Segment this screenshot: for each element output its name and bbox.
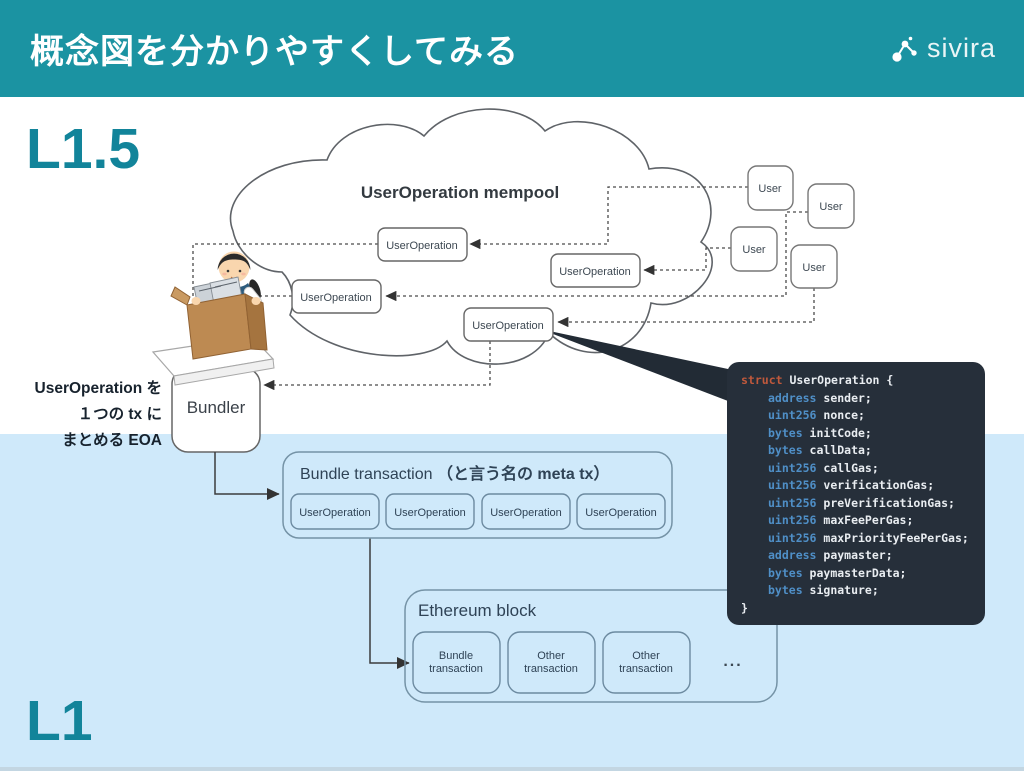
svg-text:transaction: transaction: [429, 663, 483, 675]
brand-logo: sivira: [890, 0, 996, 97]
slide-title: 概念図を分かりやすくしてみる: [30, 33, 519, 71]
bundler-note-line-3: まとめる EOA: [62, 432, 162, 449]
svg-text:UserOperation: UserOperation: [299, 507, 371, 519]
svg-text:transaction: transaction: [619, 663, 673, 675]
brand-name: sivira: [926, 33, 996, 63]
more-transactions-ellipsis: ...: [723, 653, 742, 670]
code-line: address paymaster;: [768, 548, 893, 562]
eth-block-tx-box: Other transaction: [507, 631, 596, 694]
layer-label-l1-5: L1.5: [26, 117, 141, 181]
solid-flow-arrows: [214, 452, 410, 669]
bundle-userop-box: UserOperation: [481, 493, 571, 530]
user-box: User: [790, 244, 838, 289]
bundler-box: Bundler: [171, 367, 261, 453]
svg-text:User: User: [758, 183, 782, 195]
svg-text:UserOperation: UserOperation: [559, 266, 631, 278]
code-line: bytes signature;: [768, 583, 879, 597]
code-line: struct UserOperation {: [741, 373, 894, 387]
user-box: User: [807, 183, 855, 229]
bundle-userop-box: UserOperation: [576, 493, 666, 530]
user-box: User: [730, 226, 778, 272]
code-line: uint256 preVerificationGas;: [768, 495, 955, 510]
userop-struct-code-block: struct UserOperation { address sender; u…: [727, 362, 985, 625]
code-line: uint256 verificationGas;: [768, 478, 935, 492]
bundler-note-line-2: １つの tx に: [77, 406, 162, 423]
userop-box: UserOperation: [550, 253, 641, 288]
bundler-note-line-1: UserOperation を: [34, 380, 162, 397]
bundler-note: UserOperation を １つの tx に まとめる EOA: [10, 376, 162, 454]
code-line: uint256 maxFeePerGas;: [768, 513, 914, 527]
svg-text:UserOperation: UserOperation: [394, 507, 466, 519]
svg-text:Bundler: Bundler: [187, 398, 246, 417]
bundle-userop-box: UserOperation: [385, 493, 475, 530]
svg-text:UserOperation: UserOperation: [472, 320, 544, 332]
user-box: User: [747, 165, 794, 211]
svg-text:Other: Other: [632, 650, 660, 662]
eth-block-tx-box: Other transaction: [602, 631, 691, 694]
svg-text:UserOperation: UserOperation: [386, 240, 458, 252]
svg-text:UserOperation: UserOperation: [300, 292, 372, 304]
bundle-userop-box: UserOperation: [290, 493, 380, 530]
svg-text:User: User: [802, 262, 826, 274]
svg-text:transaction: transaction: [524, 663, 578, 675]
sivira-molecule-icon: [892, 36, 917, 62]
layer-label-l1: L1: [26, 689, 93, 753]
svg-text:UserOperation: UserOperation: [585, 507, 657, 519]
slide-header: 概念図を分かりやすくしてみる sivira: [0, 0, 1024, 97]
svg-text:Bundle: Bundle: [439, 650, 473, 662]
svg-text:User: User: [742, 244, 766, 256]
bundle-transaction-container: Bundle transaction （と言う名の meta tx） UserO…: [282, 451, 673, 539]
code-line: bytes paymasterData;: [768, 565, 907, 580]
code-line: bytes callData;: [768, 443, 872, 457]
code-line: address sender;: [768, 390, 872, 405]
code-callout-wedge: [540, 329, 728, 401]
svg-text:UserOperation: UserOperation: [490, 507, 562, 519]
code-line: uint256 nonce;: [768, 408, 865, 422]
code-line: bytes initCode;: [768, 425, 872, 440]
ethereum-block-container: Ethereum block Bundle transaction Other …: [404, 589, 778, 703]
userop-box: UserOperation: [463, 307, 554, 342]
mempool-title: UserOperation mempool: [361, 183, 559, 202]
userop-box: UserOperation: [291, 279, 382, 314]
eth-block-tx-box: Bundle transaction: [412, 631, 501, 694]
userop-box: UserOperation: [377, 227, 468, 262]
code-line: }: [741, 600, 748, 615]
mempool-userop-boxes: UserOperation UserOperation UserOperatio…: [291, 227, 641, 342]
code-line: uint256 maxPriorityFeePerGas;: [768, 530, 969, 545]
code-line: uint256 callGas;: [768, 460, 879, 475]
ethereum-block-title: Ethereum block: [418, 601, 537, 620]
svg-text:Other: Other: [537, 650, 565, 662]
userop-flow-lines: [192, 186, 815, 391]
bundle-transaction-title: Bundle transaction （と言う名の meta tx）: [300, 464, 609, 483]
userop-paper-box: [170, 276, 268, 360]
user-boxes: User User User User: [730, 165, 855, 289]
svg-text:User: User: [819, 201, 843, 213]
